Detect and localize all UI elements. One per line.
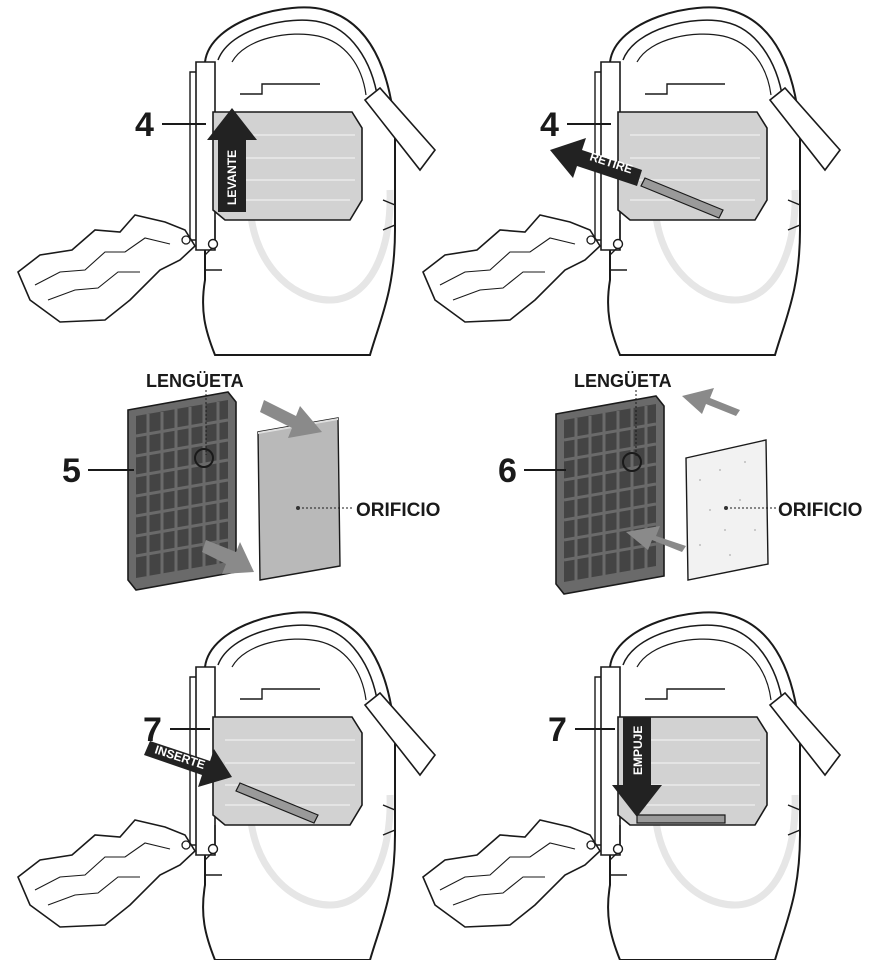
filter-step-6: LENGÜETA 6 ORIFICIO xyxy=(498,371,862,595)
step-number: 6 xyxy=(498,452,517,490)
gray-arrow-icon xyxy=(202,540,254,574)
step-number: 4 xyxy=(135,106,154,144)
insert-arrow-icon xyxy=(144,741,232,787)
tab-label: LENGÜETA xyxy=(574,371,672,391)
lift-arrow-icon xyxy=(207,108,257,212)
step-number: 4 xyxy=(540,106,559,144)
panel-remove: 4 RETIRE xyxy=(423,7,840,355)
hole-label: ORIFICIO xyxy=(778,500,862,521)
step-number: 5 xyxy=(62,452,81,490)
panel-push: 7 EMPUJE xyxy=(423,612,840,960)
gray-arrow-icon xyxy=(260,400,322,438)
remove-arrow-icon xyxy=(550,138,642,186)
panel-insert: 7 INSERTE xyxy=(18,612,435,960)
gray-arrow-icon xyxy=(626,526,686,552)
filter-step-5: LENGÜETA 5 ORIFICIO xyxy=(62,371,440,591)
tab-label: LENGÜETA xyxy=(146,371,244,391)
gray-arrow-icon xyxy=(682,388,740,416)
step-number: 7 xyxy=(143,711,162,749)
push-arrow-icon xyxy=(612,717,662,817)
panel-lift: 4 LEVANTE xyxy=(18,7,435,355)
step-number: 7 xyxy=(548,711,567,749)
arrow-label: LEVANTE xyxy=(225,150,239,205)
arrow-label: EMPUJE xyxy=(631,726,645,775)
hole-label: ORIFICIO xyxy=(356,500,440,521)
